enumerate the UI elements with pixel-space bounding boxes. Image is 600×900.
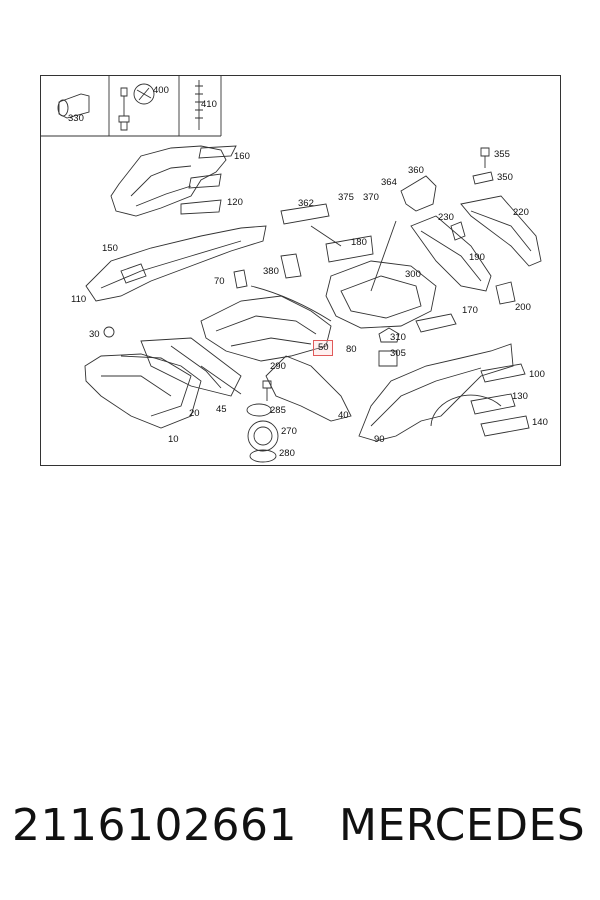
callout-360[interactable]: 360 xyxy=(408,165,424,176)
callout-140[interactable]: 140 xyxy=(532,417,548,428)
callout-220[interactable]: 220 xyxy=(513,207,529,218)
exploded-view-drawing xyxy=(41,76,542,463)
parts-diagram: 330 400 410 160 120 150 110 30 70 362 37… xyxy=(40,75,561,466)
callout-362[interactable]: 362 xyxy=(298,198,314,209)
callout-400[interactable]: 400 xyxy=(153,85,169,96)
callout-150[interactable]: 150 xyxy=(102,243,118,254)
callout-330[interactable]: 330 xyxy=(68,113,84,124)
callout-110[interactable]: 110 xyxy=(71,294,87,305)
callout-310[interactable]: 310 xyxy=(390,332,406,343)
callout-370[interactable]: 370 xyxy=(363,192,379,203)
callout-270[interactable]: 270 xyxy=(281,426,297,437)
callout-230[interactable]: 230 xyxy=(438,212,454,223)
part-number: 2116102661 xyxy=(12,800,297,851)
callout-355[interactable]: 355 xyxy=(494,149,510,160)
callout-190[interactable]: 190 xyxy=(469,252,485,263)
callout-380[interactable]: 380 xyxy=(263,266,279,277)
callout-50[interactable]: 50 xyxy=(318,342,329,353)
callout-90[interactable]: 90 xyxy=(374,434,385,445)
callout-350[interactable]: 350 xyxy=(497,172,513,183)
callout-100[interactable]: 100 xyxy=(529,369,545,380)
callout-200[interactable]: 200 xyxy=(515,302,531,313)
callout-20[interactable]: 20 xyxy=(189,408,200,419)
callout-180[interactable]: 180 xyxy=(351,237,367,248)
callout-160[interactable]: 160 xyxy=(234,151,250,162)
brand-name: MERCEDES xyxy=(338,800,586,851)
callout-45[interactable]: 45 xyxy=(216,404,227,415)
callout-80[interactable]: 80 xyxy=(346,344,357,355)
product-caption: 2116102661 MERCEDES xyxy=(12,800,592,851)
callout-305[interactable]: 305 xyxy=(390,348,406,359)
callout-170[interactable]: 170 xyxy=(462,305,478,316)
callout-300[interactable]: 300 xyxy=(405,269,421,280)
callout-40[interactable]: 40 xyxy=(338,410,349,421)
callout-130[interactable]: 130 xyxy=(512,391,528,402)
callout-280[interactable]: 280 xyxy=(279,448,295,459)
callout-290[interactable]: 290 xyxy=(270,361,286,372)
callout-70[interactable]: 70 xyxy=(214,276,225,287)
callout-410[interactable]: 410 xyxy=(201,99,217,110)
callout-30[interactable]: 30 xyxy=(89,329,100,340)
callout-285[interactable]: 285 xyxy=(270,405,286,416)
callout-364[interactable]: 364 xyxy=(381,177,397,188)
highlight-box xyxy=(313,340,333,356)
callout-375[interactable]: 375 xyxy=(338,192,354,203)
callout-120[interactable]: 120 xyxy=(227,197,243,208)
callout-10[interactable]: 10 xyxy=(168,434,179,445)
